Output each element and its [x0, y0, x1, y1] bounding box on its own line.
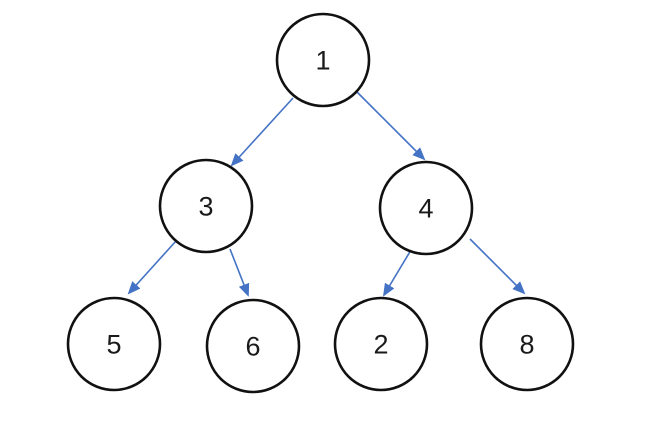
node-label-2: 2 — [373, 330, 388, 360]
edge-arrow-3-to-6 — [229, 248, 250, 297]
edge-arrow-1-to-3 — [230, 97, 294, 167]
node-circle-2 — [333, 296, 429, 392]
edge-arrow-1-to-4 — [356, 91, 426, 161]
edges-layer — [127, 91, 526, 297]
node-circle-5 — [66, 296, 162, 392]
node-label-8: 8 — [519, 330, 534, 360]
tree-node-1: 1 — [275, 12, 371, 108]
node-label-5: 5 — [106, 330, 121, 360]
node-circle-1 — [275, 12, 371, 108]
tree-node-4: 4 — [378, 160, 474, 256]
nodes-layer: 1 3 4 5 6 2 8 — [66, 12, 575, 394]
node-circle-6 — [205, 298, 301, 394]
tree-node-2: 2 — [333, 296, 429, 392]
node-circle-8 — [479, 296, 575, 392]
node-label-3: 3 — [198, 192, 213, 222]
tree-node-5: 5 — [66, 296, 162, 392]
edge-arrow-4-to-2 — [382, 249, 412, 297]
node-label-1: 1 — [315, 46, 330, 76]
node-label-4: 4 — [418, 194, 433, 224]
tree-node-3: 3 — [158, 158, 254, 254]
edge-arrow-3-to-5 — [127, 240, 177, 295]
node-circle-3 — [158, 158, 254, 254]
tree-node-8: 8 — [479, 296, 575, 392]
edge-arrow-4-to-8 — [469, 238, 526, 295]
node-label-6: 6 — [245, 332, 260, 362]
tree-node-6: 6 — [205, 298, 301, 394]
node-circle-4 — [378, 160, 474, 256]
